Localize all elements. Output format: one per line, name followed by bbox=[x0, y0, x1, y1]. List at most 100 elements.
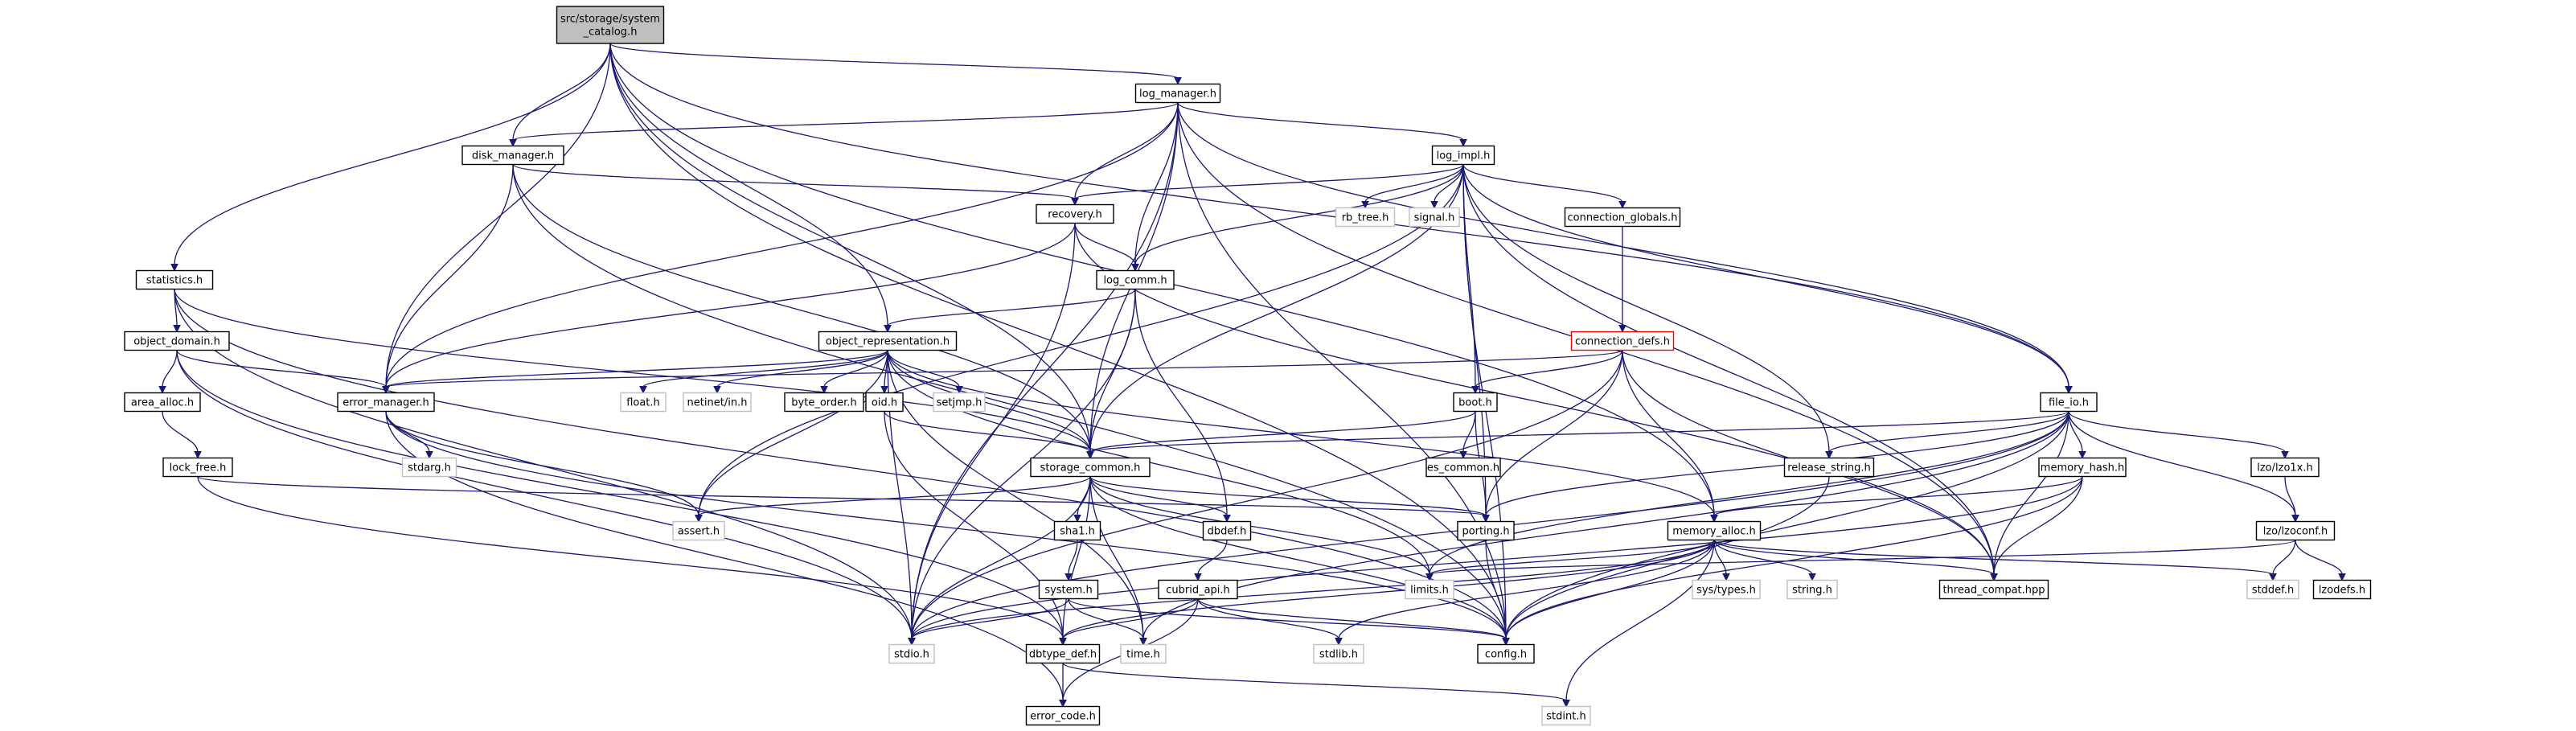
node-boot[interactable]: boot.h bbox=[1453, 392, 1498, 413]
node-config[interactable]: config.h bbox=[1477, 643, 1535, 664]
edge-line bbox=[887, 350, 1144, 639]
edge-line bbox=[1068, 598, 1507, 640]
dependency-edge bbox=[2284, 476, 2299, 523]
edge-line bbox=[1713, 475, 2083, 517]
node-memory-alloc[interactable]: memory_alloc.h bbox=[1667, 520, 1762, 541]
dependency-edge bbox=[609, 43, 892, 333]
node-layer: src/storage/system_catalog.h log_manager.… bbox=[124, 6, 2372, 726]
node-netinet-in[interactable]: netinet/in.h bbox=[683, 392, 752, 413]
edge-line bbox=[1713, 539, 2274, 576]
node-recovery[interactable]: recovery.h bbox=[1036, 203, 1114, 224]
dependency-edge bbox=[1131, 102, 1179, 272]
node-limits[interactable]: limits.h bbox=[1405, 579, 1454, 600]
edge-arrowhead bbox=[2065, 386, 2073, 394]
node-box bbox=[2312, 579, 2372, 600]
node-stdlib[interactable]: stdlib.h bbox=[1313, 643, 1364, 664]
dependency-edge bbox=[1086, 164, 1464, 459]
edge-line bbox=[385, 349, 1623, 388]
node-label: object_domain.h bbox=[133, 336, 220, 348]
node-error-manager[interactable]: error_manager.h bbox=[337, 392, 435, 413]
edge-line bbox=[385, 223, 1076, 388]
node-stdarg[interactable]: stdarg.h bbox=[401, 457, 457, 478]
node-system[interactable]: system.h bbox=[1038, 579, 1099, 600]
node-box bbox=[337, 392, 435, 413]
node-thread-compat[interactable]: thread_compat.hpp bbox=[1938, 579, 2049, 600]
dependency-edge bbox=[609, 43, 1182, 85]
node-catalog[interactable]: src/storage/system_catalog.h bbox=[556, 6, 665, 44]
node-float[interactable]: float.h bbox=[620, 392, 667, 413]
node-statistics[interactable]: statistics.h bbox=[135, 269, 214, 290]
edge-line bbox=[1197, 598, 1507, 640]
node-connection-defs[interactable]: connection_defs.h bbox=[1570, 331, 1675, 351]
node-connection-globals[interactable]: connection_globals.h bbox=[1564, 207, 1681, 228]
edge-line bbox=[609, 43, 888, 326]
node-signal[interactable]: signal.h bbox=[1409, 207, 1460, 228]
node-log-comm[interactable]: log_comm.h bbox=[1096, 269, 1175, 290]
node-release-string[interactable]: release_string.h bbox=[1783, 457, 1875, 478]
node-stdint[interactable]: stdint.h bbox=[1541, 705, 1591, 726]
node-label: system.h bbox=[1044, 585, 1092, 597]
edge-line bbox=[385, 411, 699, 516]
node-sha1[interactable]: sha1.h bbox=[1053, 520, 1101, 541]
node-cubrid-api[interactable]: cubrid_api.h bbox=[1158, 579, 1238, 600]
edge-line bbox=[1429, 539, 1715, 576]
node-byte-order[interactable]: byte_order.h bbox=[784, 392, 864, 413]
dependency-edge bbox=[1089, 476, 1231, 523]
node-memory-hash[interactable]: memory_hash.h bbox=[2038, 457, 2127, 478]
node-object-representation[interactable]: object_representation.h bbox=[818, 331, 958, 351]
node-rb-tree[interactable]: rb_tree.h bbox=[1335, 207, 1396, 228]
node-label: log_comm.h bbox=[1103, 275, 1167, 287]
edge-line bbox=[1197, 540, 1228, 575]
node-label: thread_compat.hpp bbox=[1942, 585, 2045, 597]
node-es-common[interactable]: es_common.h bbox=[1425, 457, 1501, 478]
dependency-edge bbox=[162, 411, 202, 459]
node-log-impl[interactable]: log_impl.h bbox=[1431, 145, 1495, 166]
node-object-domain[interactable]: object_domain.h bbox=[124, 331, 230, 351]
edge-line bbox=[911, 102, 1179, 639]
node-sys-types[interactable]: sys/types.h bbox=[1692, 579, 1761, 600]
node-porting[interactable]: porting.h bbox=[1457, 520, 1515, 541]
dependency-edge bbox=[509, 43, 611, 147]
node-label: error_code.h bbox=[1030, 711, 1096, 723]
node-disk-manager[interactable]: disk_manager.h bbox=[461, 145, 564, 166]
node-error-code[interactable]: error_code.h bbox=[1025, 705, 1101, 726]
node-stddef[interactable]: stddef.h bbox=[2246, 579, 2299, 600]
node-time[interactable]: time.h bbox=[1120, 643, 1167, 664]
node-dbtype-def[interactable]: dbtype_def.h bbox=[1025, 643, 1101, 664]
edge-line bbox=[911, 289, 1136, 639]
node-lzoconf[interactable]: lzo/lzoconf.h bbox=[2255, 520, 2336, 541]
node-oid[interactable]: oid.h bbox=[865, 392, 904, 413]
node-lzodefs[interactable]: lzodefs.h bbox=[2312, 579, 2372, 600]
edge-arrowhead bbox=[695, 515, 703, 523]
node-storage-common[interactable]: storage_common.h bbox=[1030, 457, 1151, 478]
edge-line bbox=[1177, 102, 1464, 142]
edge-arrowhead bbox=[1425, 573, 1434, 581]
node-file-io[interactable]: file_io.h bbox=[2040, 392, 2098, 413]
node-string[interactable]: string.h bbox=[1786, 579, 1838, 600]
dependency-edge bbox=[1425, 411, 2069, 581]
node-label: porting.h bbox=[1462, 526, 1509, 538]
node-label: assert.h bbox=[678, 526, 720, 538]
dependency-edge bbox=[158, 350, 178, 394]
node-label: connection_globals.h bbox=[1568, 212, 1678, 224]
node-assert[interactable]: assert.h bbox=[672, 520, 725, 541]
dependency-edge bbox=[1335, 540, 1715, 646]
edge-line bbox=[1485, 411, 2069, 516]
node-log-manager[interactable]: log_manager.h bbox=[1134, 83, 1221, 104]
node-setjmp[interactable]: setjmp.h bbox=[933, 392, 986, 413]
edge-arrowhead bbox=[158, 386, 166, 394]
node-box bbox=[1564, 207, 1681, 228]
dependency-edge bbox=[1086, 410, 2069, 459]
edge-arrowhead bbox=[1335, 638, 1343, 646]
node-box bbox=[2038, 457, 2127, 478]
dependency-edge bbox=[908, 598, 1069, 646]
node-dbdef[interactable]: dbdef.h bbox=[1202, 520, 1252, 541]
edge-line bbox=[385, 43, 611, 388]
dependency-edge bbox=[1068, 598, 1510, 646]
node-area-alloc[interactable]: area_alloc.h bbox=[124, 392, 201, 413]
node-lzo1x[interactable]: lzo/lzo1x.h bbox=[2250, 457, 2320, 478]
node-stdio[interactable]: stdio.h bbox=[888, 643, 935, 664]
node-label: statistics.h bbox=[146, 275, 203, 287]
node-lock-free[interactable]: lock_free.h bbox=[162, 457, 233, 478]
node-box bbox=[1025, 643, 1101, 664]
